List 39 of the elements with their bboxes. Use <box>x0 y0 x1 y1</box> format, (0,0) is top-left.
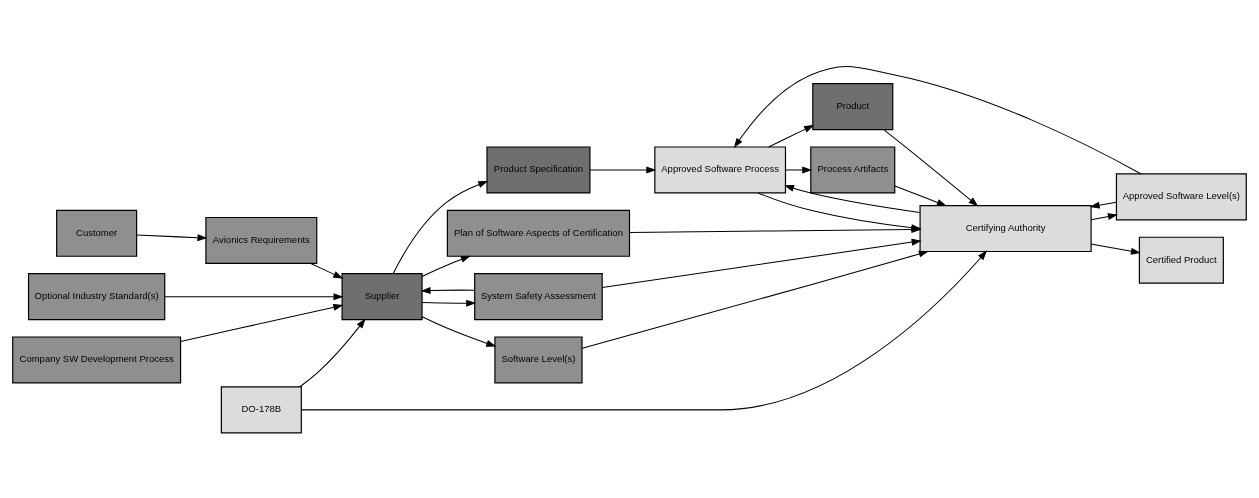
node-box: Software Level(s) <box>494 335 583 384</box>
arrow <box>1090 212 1118 220</box>
arrow <box>589 165 657 173</box>
node-box: Plan of Software Aspects of Certification <box>446 209 631 257</box>
node-box: System Safety Assessment <box>474 272 603 320</box>
arrow <box>1090 242 1141 255</box>
node-box: Certified Product <box>1138 236 1224 284</box>
arrow <box>421 299 477 307</box>
arrow <box>299 317 366 387</box>
arrow <box>392 180 489 274</box>
arrow <box>581 250 929 349</box>
arrow <box>883 128 979 206</box>
arrow <box>733 65 1142 174</box>
node-box: Approved Software Process <box>654 145 787 194</box>
arrow <box>300 249 988 410</box>
arrow <box>601 238 922 288</box>
arrow <box>784 184 921 213</box>
node-box: Product Specification <box>486 145 591 194</box>
node-box: Company SW Development Process <box>12 335 182 384</box>
node-box: Supplier <box>341 272 423 320</box>
node-box: Customer <box>56 209 138 257</box>
arrow <box>785 165 813 173</box>
arrow <box>421 315 497 347</box>
arrow <box>894 184 947 206</box>
node-box: Avionics Requirements <box>205 216 318 264</box>
arrow <box>1089 201 1117 209</box>
arrow <box>136 233 208 241</box>
arrow <box>768 124 815 147</box>
arrow <box>180 303 344 342</box>
arrow <box>310 262 344 279</box>
node-box: Certifying Authority <box>919 204 1092 252</box>
node-box: Process Artifacts <box>810 145 896 194</box>
node-box: DO-178B <box>220 385 302 433</box>
arrow <box>421 255 471 277</box>
arrow <box>420 286 476 294</box>
node-box: Approved Software Level(s) <box>1115 172 1247 220</box>
arrow <box>164 292 344 300</box>
node-box: Product <box>812 82 894 130</box>
node-box: Optional Industry Standard(s) <box>27 272 166 320</box>
